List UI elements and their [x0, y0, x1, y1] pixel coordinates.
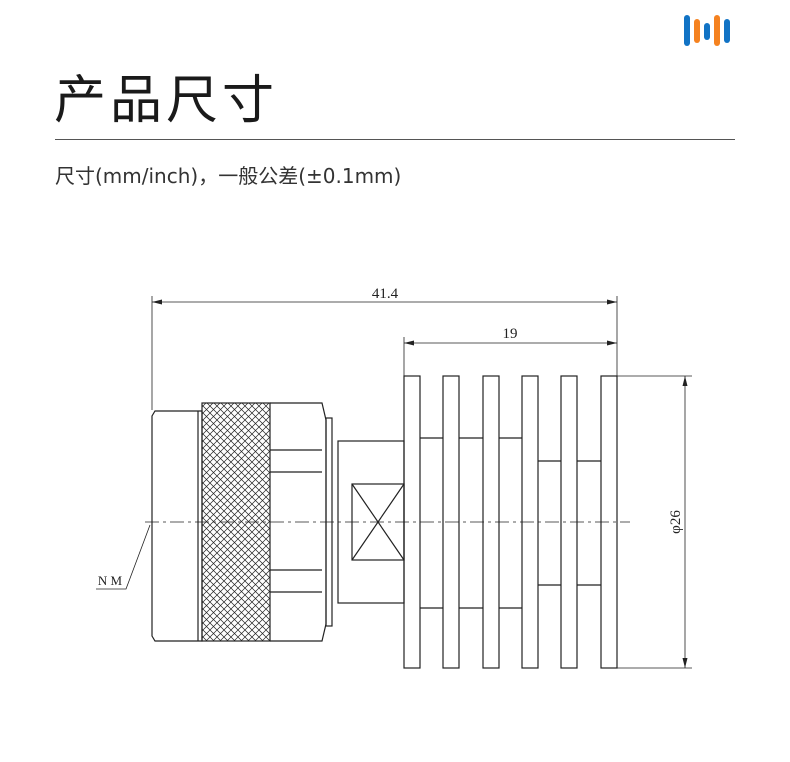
- heatsink: [403, 375, 618, 669]
- knurled-nut: [201, 402, 271, 642]
- brand-logo: [682, 14, 732, 48]
- dim-label-heatsink: 19: [503, 326, 518, 342]
- dim-label-diameter: φ26: [668, 510, 684, 534]
- connector-type-label: N M: [98, 573, 123, 588]
- dim-diameter: φ26: [617, 375, 692, 669]
- tolerance-note: 尺寸(mm/inch)，一般公差(±0.1mm): [55, 164, 402, 188]
- dim-heatsink-length: 19: [403, 326, 617, 376]
- connector-type-callout: N M: [96, 524, 151, 590]
- page-title: 产品尺寸: [54, 71, 279, 131]
- dim-overall-length: 41.4: [151, 286, 618, 410]
- dim-label-overall: 41.4: [372, 286, 399, 302]
- divider: [55, 139, 735, 140]
